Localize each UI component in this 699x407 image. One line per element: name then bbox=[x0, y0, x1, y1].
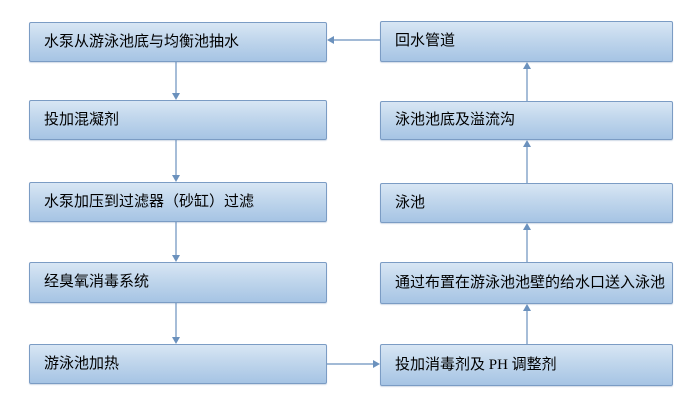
arrow-down-2 bbox=[172, 140, 180, 182]
arrow-up-3 bbox=[523, 140, 531, 183]
flow-box-label: 泳池池底及溢流沟 bbox=[395, 112, 516, 128]
flow-box-pool: 泳池 bbox=[380, 183, 673, 223]
flow-box-label: 回水管道 bbox=[395, 33, 456, 49]
arrow-up-2 bbox=[523, 223, 531, 262]
flow-box-label: 水泵从游泳池底与均衡池抽水 bbox=[44, 33, 240, 50]
flow-box-label: 水泵加压到过滤器（砂缸）过滤 bbox=[44, 193, 255, 210]
flow-box-pump-draw-water: 水泵从游泳池底与均衡池抽水 bbox=[29, 22, 327, 62]
flow-box-return-pipe: 回水管道 bbox=[380, 21, 673, 62]
arrow-up-1 bbox=[523, 304, 531, 344]
flow-box-wall-inlet-to-pool: 通过布置在游泳池池壁的给水口送入泳池 bbox=[380, 262, 673, 304]
flow-box-pressurize-sand-filter: 水泵加压到过滤器（砂缸）过滤 bbox=[29, 182, 327, 222]
arrow-down-4 bbox=[172, 303, 180, 344]
flow-box-label: 游泳池加热 bbox=[44, 355, 120, 372]
arrow-down-1 bbox=[172, 62, 180, 100]
flow-box-label: 投加消毒剂及 PH 调整剂 bbox=[395, 356, 557, 373]
flow-box-label: 投加混凝剂 bbox=[44, 111, 120, 128]
flow-box-add-disinfectant-ph-adjuster: 投加消毒剂及 PH 调整剂 bbox=[380, 344, 673, 386]
arrow-left-top bbox=[327, 36, 380, 44]
arrow-down-3 bbox=[172, 222, 180, 262]
flow-box-label: 通过布置在游泳池池壁的给水口送入泳池 bbox=[395, 274, 666, 291]
flow-box-ozone-disinfection: 经臭氧消毒系统 bbox=[29, 262, 327, 303]
arrow-right-bottom bbox=[327, 360, 380, 368]
flow-box-pool-heating: 游泳池加热 bbox=[29, 344, 327, 384]
flow-box-label: 经臭氧消毒系统 bbox=[44, 274, 150, 290]
flow-box-label: 泳池 bbox=[395, 194, 426, 211]
flow-box-pool-bottom-overflow-gutter: 泳池池底及溢流沟 bbox=[380, 101, 673, 140]
flow-box-add-coagulant: 投加混凝剂 bbox=[29, 100, 327, 140]
arrow-up-4 bbox=[523, 62, 531, 101]
